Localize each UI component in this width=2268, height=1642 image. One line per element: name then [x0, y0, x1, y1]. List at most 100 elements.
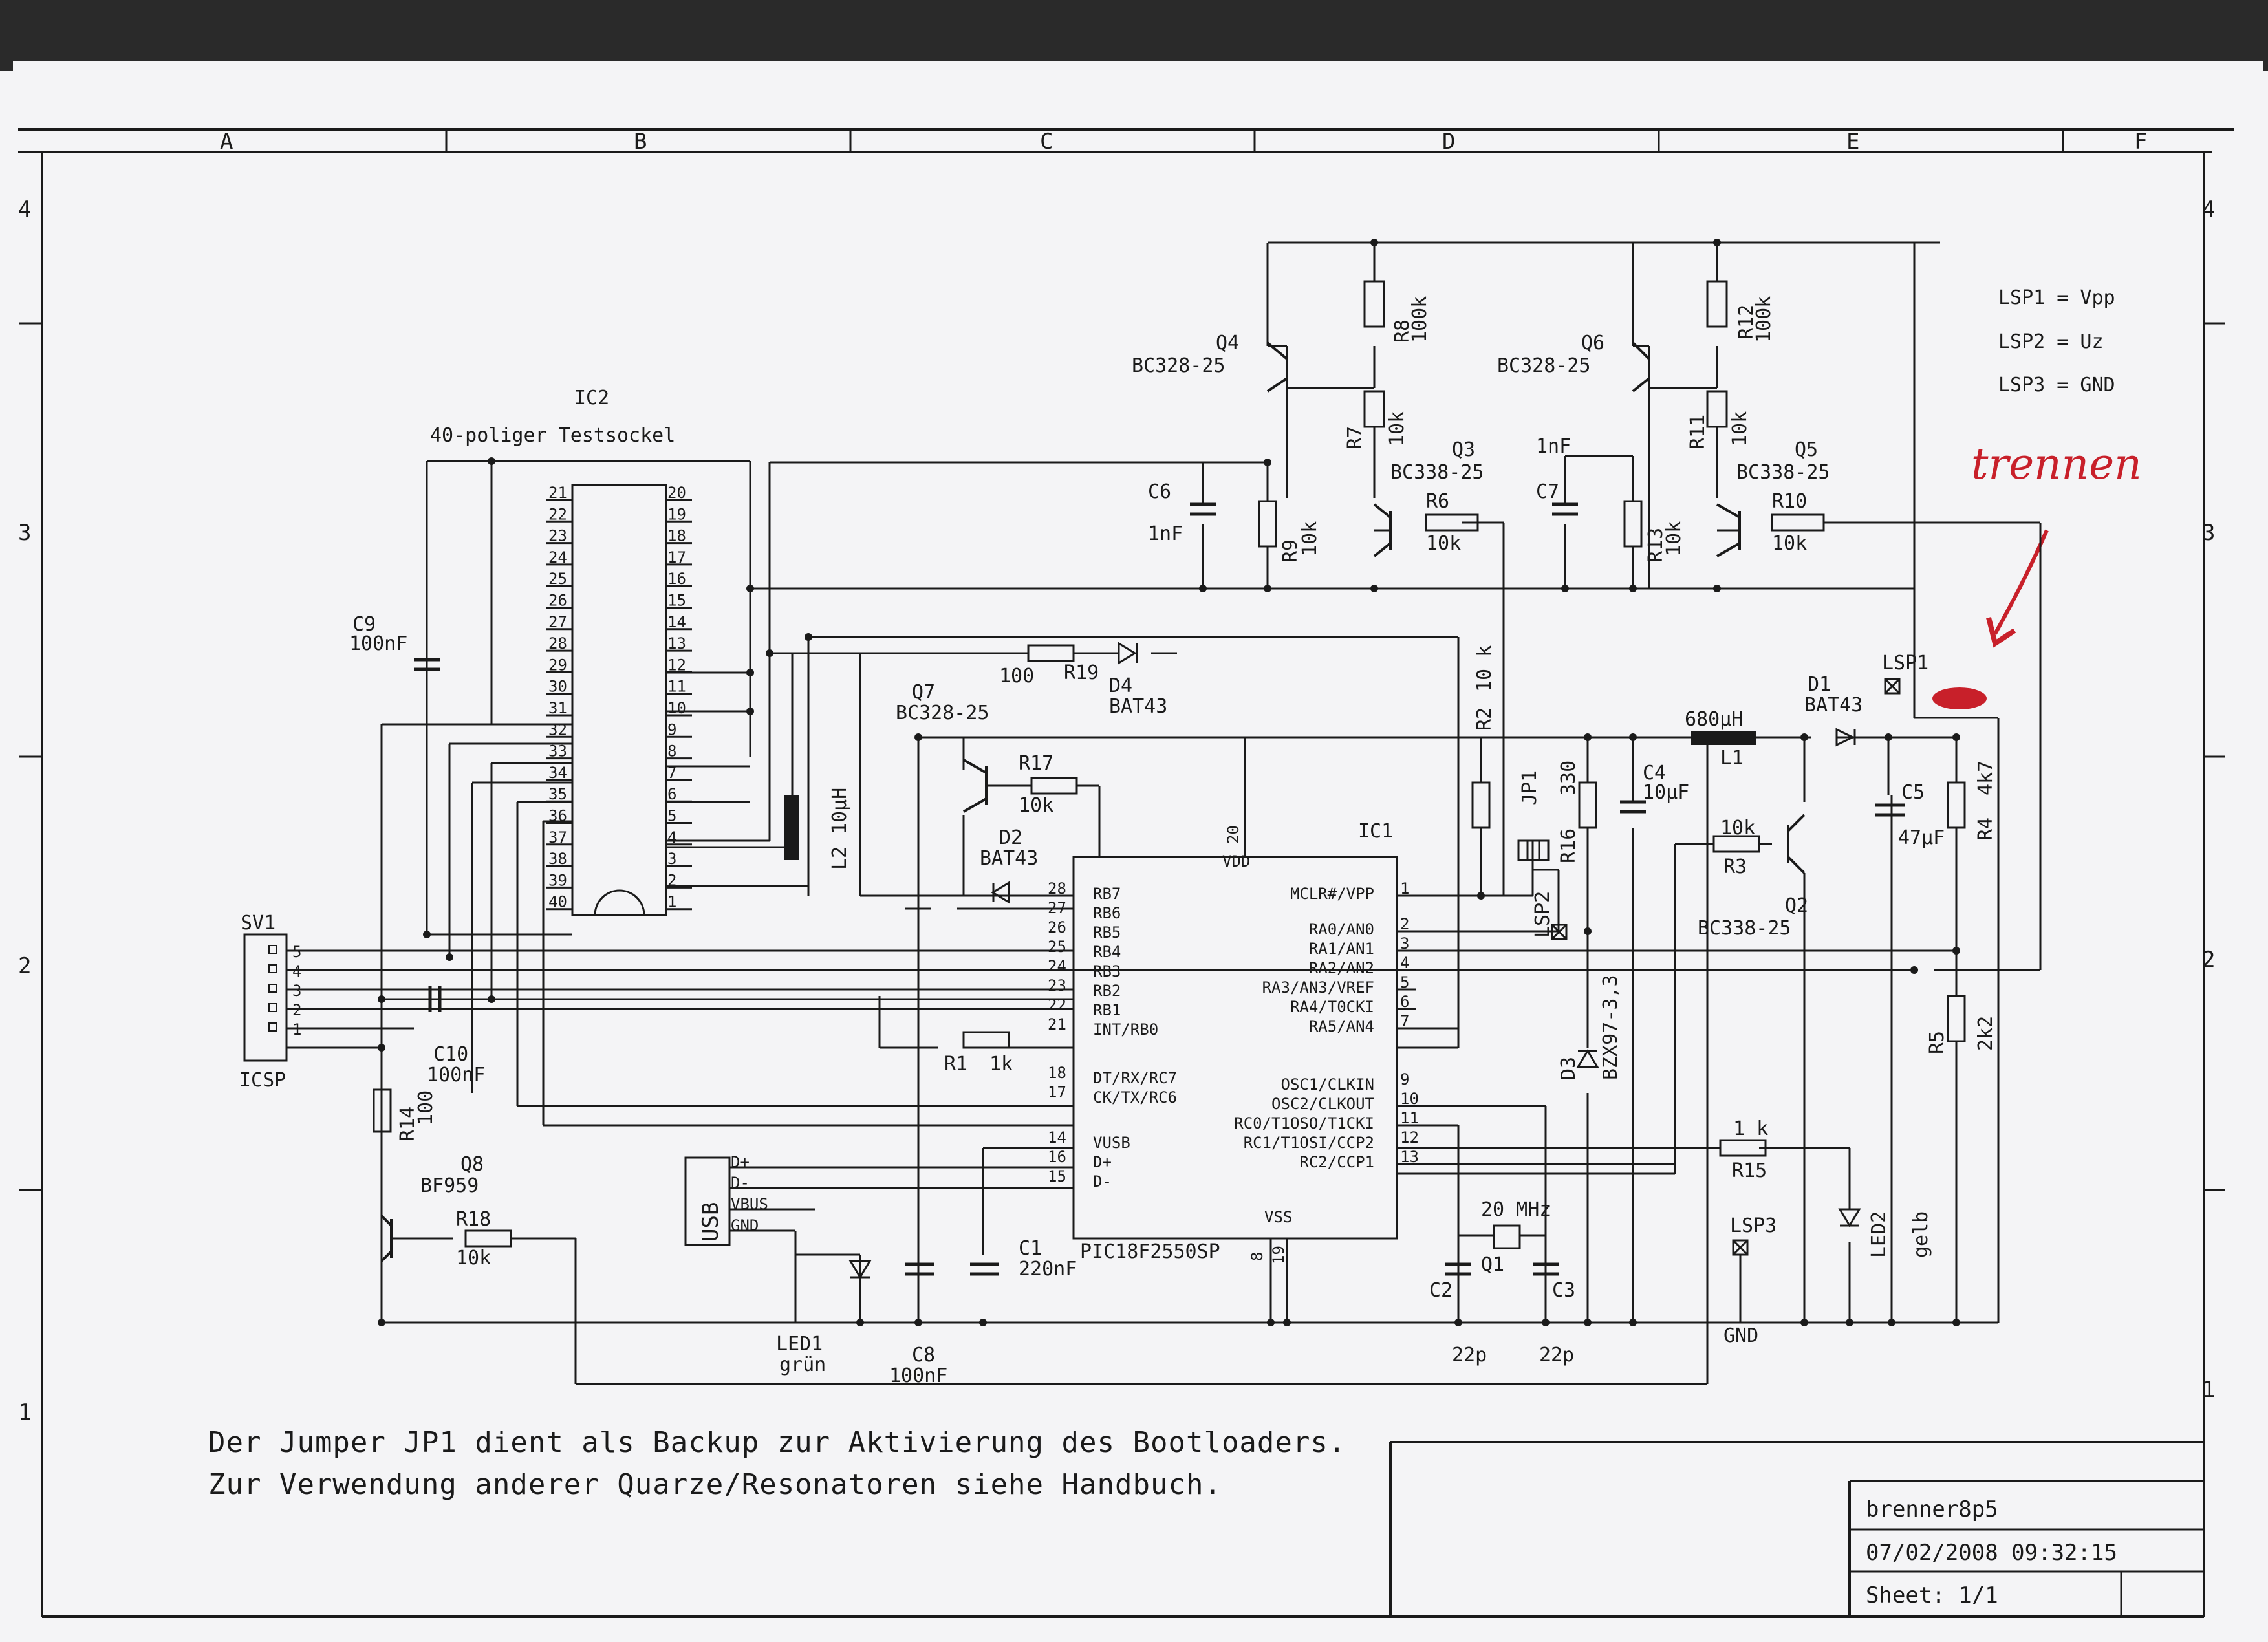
ic1-pin-name: RB2 — [1093, 982, 1121, 1000]
column-labels: A B C D E F — [220, 129, 2147, 155]
r5-ref: R5 — [1926, 1031, 1949, 1054]
ic1-pin-name: RB7 — [1093, 885, 1121, 903]
ic2-testsocket: IC2 40-poliger Testsockel — [430, 387, 675, 916]
d4-ref: D4 — [1109, 675, 1132, 697]
r6-value: 10k — [1426, 532, 1461, 555]
q7-ref: Q7 — [912, 681, 935, 704]
r7-resistor — [1363, 390, 1385, 428]
r8-value: 100k — [1409, 296, 1431, 343]
ic2-pin-number: 34 — [548, 764, 567, 782]
r13-ref: R13 — [1645, 528, 1667, 563]
ic2-pin-number: 29 — [548, 656, 567, 674]
r8-resistor — [1363, 280, 1385, 328]
r2-value: 10 k — [1473, 645, 1496, 692]
c9-ref: C9 — [352, 613, 376, 636]
legend-line: LSP2 = Uz — [1998, 330, 2104, 353]
r16-ref: R16 — [1557, 828, 1580, 863]
drawing-frame — [18, 128, 2234, 1618]
part-labels: Q4 BC328-25 Q6 BC328-25 Q3 BC338-25 Q5 B… — [349, 296, 1997, 1387]
ic1-vdd-pin: 20 — [1224, 825, 1242, 844]
r10-value: 10k — [1772, 532, 1807, 555]
q3-value: BC338-25 — [1390, 461, 1484, 484]
r4-ref: R4 — [1974, 817, 1997, 841]
r3-ref: R3 — [1723, 856, 1747, 878]
d1-value: BAT43 — [1804, 694, 1863, 717]
ic1-pin-number: 9 — [1400, 1070, 1409, 1088]
ic2-pin-number: 28 — [548, 634, 567, 653]
r19-value: 100 — [999, 665, 1034, 687]
c7-ref: C7 — [1536, 481, 1559, 503]
r18-resistor — [464, 1229, 512, 1248]
r14-ref: R14 — [396, 1107, 419, 1141]
ic1-ref: IC1 — [1358, 820, 1393, 843]
usb-pin: D+ — [731, 1153, 750, 1171]
c1-ref: C1 — [1019, 1237, 1042, 1260]
c5-ref: C5 — [1901, 781, 1925, 804]
sv1-name: ICSP — [239, 1069, 286, 1092]
r5-resistor — [1947, 995, 1966, 1042]
ic2-pin-number: 10 — [667, 699, 686, 717]
led2-value: gelb — [1910, 1211, 1932, 1258]
ic2-pin-number: 2 — [667, 871, 676, 889]
ic1-pin-number: 10 — [1400, 1090, 1419, 1108]
r9-ref: R9 — [1279, 539, 1302, 563]
ic1-pin-number: 14 — [1048, 1129, 1066, 1147]
ic2-pin-number: 38 — [548, 850, 567, 868]
r17-resistor — [1030, 777, 1078, 795]
transistors — [380, 341, 1806, 1262]
ic1-pin-number: 3 — [1400, 934, 1409, 953]
r2-ref: R2 — [1473, 708, 1496, 731]
r7-value: 10k — [1386, 411, 1409, 446]
r4-value: 4k7 — [1974, 761, 1997, 795]
ic1-pin-name: RA4/T0CKI — [1290, 998, 1374, 1016]
ic2-desc: 40-poliger Testsockel — [430, 424, 675, 447]
usb-label: USB — [698, 1202, 724, 1242]
ic2-pin-number: 20 — [667, 484, 686, 502]
r6-resistor — [1425, 513, 1479, 532]
sv1-pin-number: 5 — [292, 943, 301, 961]
ic2-pin-number: 13 — [667, 634, 686, 653]
ic1-pin-name: RA5/AN4 — [1309, 1017, 1374, 1035]
ic2-pin-number: 23 — [548, 527, 567, 545]
project-datetime: 07/02/2008 09:32:15 — [1866, 1540, 2117, 1566]
ic1-pin-name: RA2/AN2 — [1309, 959, 1374, 977]
ic2-pin-number: 17 — [667, 548, 686, 567]
ic1-pin-number: 25 — [1048, 938, 1066, 956]
r7-ref: R7 — [1344, 426, 1366, 449]
col-label: F — [2134, 129, 2147, 155]
ic1-pin-name: RA1/AN1 — [1309, 940, 1374, 958]
r10-resistor — [1771, 513, 1825, 532]
q5-value: BC338-25 — [1736, 461, 1830, 484]
led2-ref: LED2 — [1868, 1211, 1890, 1258]
l2-ref: L2 — [828, 847, 851, 870]
ic2-pin-number: 9 — [667, 720, 676, 739]
ic1-pin-number: 15 — [1048, 1167, 1066, 1185]
ic1-pin-name: D+ — [1093, 1153, 1112, 1171]
lsp3-ref: LSP3 — [1730, 1215, 1777, 1237]
ic1-pin-number: 11 — [1400, 1109, 1419, 1127]
ic1-pin-number: 21 — [1048, 1015, 1066, 1033]
ic1-pin-name: DT/RX/RC7 — [1093, 1069, 1177, 1087]
ic1-pin-number: 5 — [1400, 973, 1409, 991]
r14-value: 100 — [415, 1090, 437, 1125]
ic2-pin-number: 6 — [667, 785, 676, 803]
c6-ref: C6 — [1148, 481, 1171, 503]
ic2-pin-number: 21 — [548, 484, 567, 502]
ic2-pin-number: 25 — [548, 570, 567, 588]
r11-value: 10k — [1729, 411, 1751, 446]
r17-ref: R17 — [1019, 752, 1053, 775]
r15-resistor — [1719, 1139, 1767, 1157]
r8-ref: R8 — [1391, 319, 1414, 343]
ic1-pin-number: 16 — [1048, 1148, 1066, 1166]
col-label: E — [1846, 129, 1859, 155]
d1-ref: D1 — [1808, 673, 1831, 696]
ic2-pin-number: 11 — [667, 678, 686, 696]
r12-ref: R12 — [1735, 305, 1758, 340]
handwritten-text: trennen — [1971, 439, 2142, 489]
q3-ref: Q3 — [1452, 438, 1475, 461]
d3-ref: D3 — [1557, 1057, 1580, 1080]
c2-value: 22p — [1452, 1344, 1487, 1367]
ic1-right-pins: 1MCLR#/VPP2RA0/AN03RA1/AN14RA2/AN25RA3/A… — [1234, 880, 1419, 1171]
